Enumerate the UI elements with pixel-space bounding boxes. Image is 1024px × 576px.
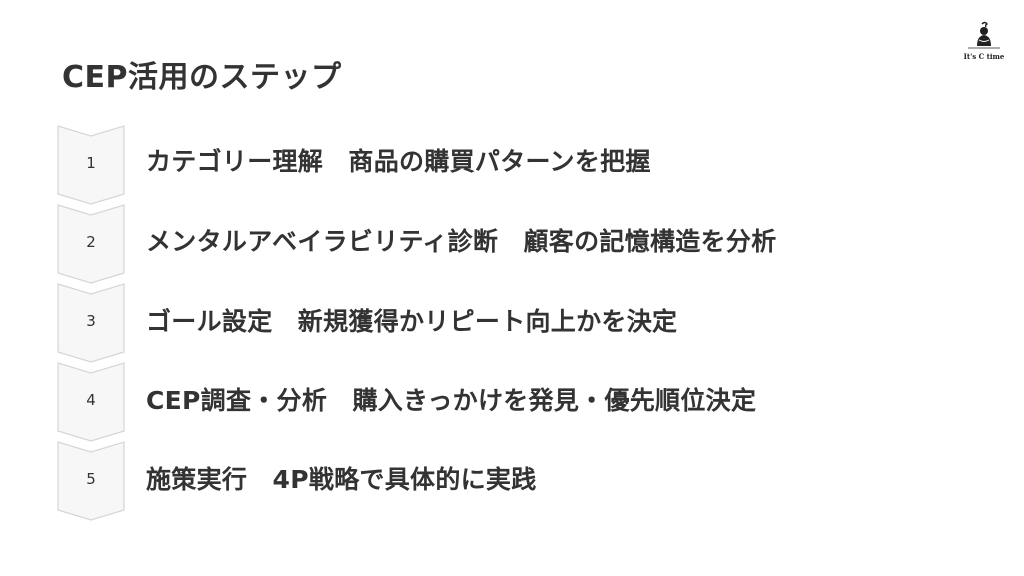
step-chevron-5: 5 xyxy=(57,441,125,522)
slide-title: CEP活用のステップ xyxy=(62,60,342,95)
logo-wordmark: It's C time xyxy=(963,52,1005,61)
step-label: カテゴリー理解 商品の購買パターンを把握 xyxy=(146,147,651,176)
step-chevron-1: 1 xyxy=(57,125,125,206)
step-chevron-2: 2 xyxy=(57,204,125,285)
chevron-down-icon xyxy=(57,441,125,521)
step-label: 施策実行 4P戦略で具体的に実践 xyxy=(146,465,537,494)
chevron-down-icon xyxy=(57,204,125,284)
step-label: メンタルアベイラビリティ診断 顧客の記憶構造を分析 xyxy=(146,227,777,256)
coffee-character-icon xyxy=(968,21,1000,49)
step-chevron-4: 4 xyxy=(57,362,125,443)
step-chevron-3: 3 xyxy=(57,283,125,364)
step-number: 5 xyxy=(86,470,96,488)
chevron-down-icon xyxy=(57,283,125,363)
chevron-down-icon xyxy=(57,362,125,442)
step-number: 4 xyxy=(86,391,96,409)
step-number: 2 xyxy=(86,233,96,251)
brand-logo: It's C time xyxy=(958,20,1010,68)
step-label: CEP調査・分析 購入きっかけを発見・優先順位決定 xyxy=(146,386,757,415)
chevron-down-icon xyxy=(57,125,125,205)
step-number: 3 xyxy=(86,312,96,330)
step-number: 1 xyxy=(86,154,96,172)
step-label: ゴール設定 新規獲得かリピート向上かを決定 xyxy=(146,307,678,336)
